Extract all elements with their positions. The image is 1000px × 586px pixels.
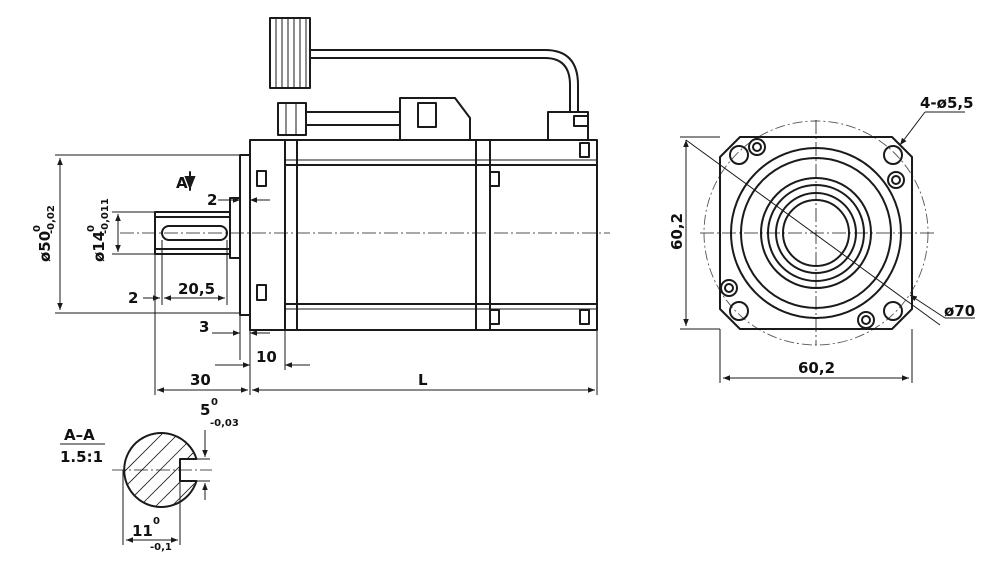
dim-20-5: 20,5 [178,280,215,298]
svg-text:-0,03: -0,03 [210,418,239,429]
section-a-a: A–A 1.5:1 5 0 -0,03 11 0 -0,1 [60,397,239,553]
dim-30: 30 [190,371,211,389]
section-title: A–A [64,426,95,444]
motor-connectors [269,17,589,141]
front-view: 4-ø5,5 ø70 60,2 60,2 [668,94,975,383]
dim-dia14: ø14 0 -0,011 [86,198,111,262]
dim-10: 10 [256,348,277,366]
section-mark-label: A [176,174,188,192]
svg-text:-0,011: -0,011 [100,198,111,234]
dim-60-2-horizontal: 60,2 [798,359,835,377]
motor-body [229,139,598,331]
dim-L: L [418,371,428,389]
side-view: A 2 ø50 0 -0,02 ø14 0 -0,011 [32,17,610,395]
svg-text:-0,02: -0,02 [46,205,57,234]
svg-text:0: 0 [32,225,43,232]
dim-60-2-vertical: 60,2 [668,213,686,250]
svg-text:0: 0 [153,516,160,527]
dim-2-bottom: 2 [128,289,138,307]
dim-3: 3 [199,318,209,336]
svg-text:ø50: ø50 [36,231,54,262]
svg-text:ø14: ø14 [90,231,108,262]
dim-dia50: ø50 0 -0,02 [32,205,57,262]
svg-text:0: 0 [86,225,97,232]
keyway-width: 5 [200,401,210,419]
section-scale: 1.5:1 [60,448,103,466]
svg-text:0: 0 [211,397,218,408]
square-flange [719,136,913,330]
dia70-label: ø70 [944,302,975,320]
section-depth: 11 [132,522,153,540]
mounting-holes [720,138,905,329]
holes-label: 4-ø5,5 [920,94,974,112]
shaft-section-outline [123,432,198,508]
svg-text:-0,1: -0,1 [150,542,172,553]
dim-2-top: 2 [207,191,217,209]
